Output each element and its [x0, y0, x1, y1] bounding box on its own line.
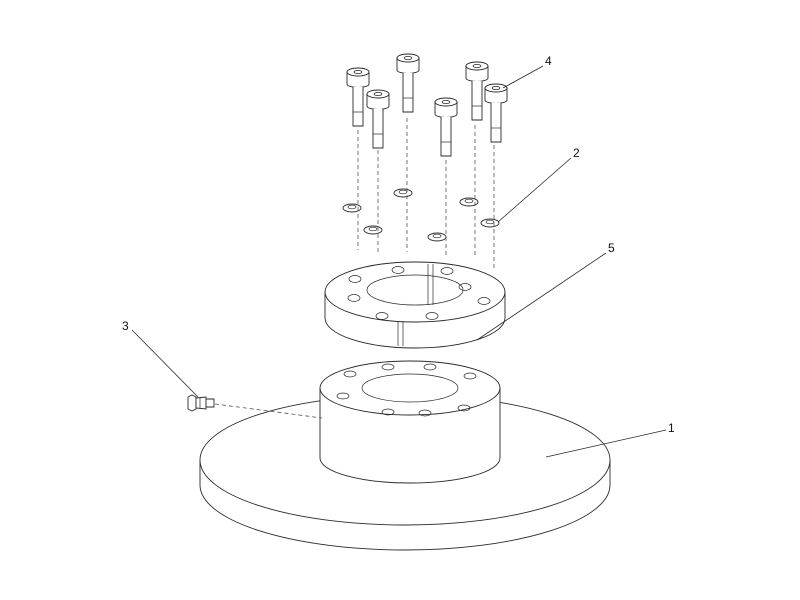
callout-3: 3 [122, 319, 129, 333]
cap-screw [396, 53, 420, 113]
part-5-split-ring [324, 261, 506, 349]
cap-screw [346, 67, 370, 127]
washer [363, 225, 383, 235]
part-4-cap-screws [346, 53, 508, 157]
callout-1: 1 [668, 421, 675, 435]
hub-bolt-holes [336, 363, 477, 417]
part-3-grease-nipple [187, 394, 215, 412]
part-1-hub-cylinder [319, 360, 501, 484]
washer [342, 203, 362, 213]
washer [393, 188, 413, 198]
leader-lines [131, 65, 667, 458]
cap-screw [366, 89, 390, 149]
callout-5: 5 [608, 241, 615, 255]
cap-screw [465, 61, 489, 121]
part-2-washers [342, 188, 500, 242]
callout-2: 2 [573, 146, 580, 160]
cap-screw [434, 97, 458, 157]
washer [459, 197, 479, 207]
assembly-guide-lines [214, 118, 495, 419]
washer [427, 232, 447, 242]
callout-4: 4 [545, 54, 552, 68]
washer [480, 218, 500, 228]
ring-bolt-holes [347, 266, 491, 320]
cap-screw [484, 83, 508, 143]
